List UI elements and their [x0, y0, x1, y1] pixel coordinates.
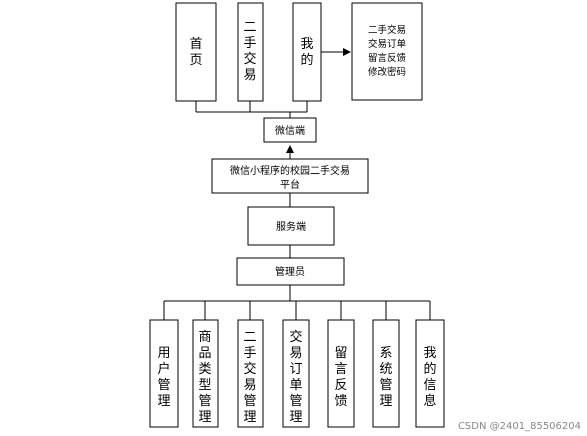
admin-module-trade-char-3: 交 — [243, 361, 256, 377]
admin-module-orders-char-6: 理 — [289, 410, 302, 425]
admin-module-users: 用 户 管 理 — [149, 319, 179, 428]
admin-module-users-char-2: 户 — [157, 361, 170, 377]
admin-module-orders: 交 易 订 单 管 理 — [282, 319, 310, 428]
top-module-mine: 我 的 — [292, 2, 322, 102]
admin-module-product-types-char-1: 商 — [198, 330, 211, 345]
admin-module-system-char-3: 管 — [379, 378, 392, 393]
admin-module-system-char-4: 理 — [379, 394, 392, 409]
top-module-home-char-1: 首 — [189, 37, 202, 52]
admin-box: 管理员 — [236, 257, 345, 286]
client-label: 微信端 — [275, 124, 305, 137]
admin-module-product-types-char-6: 理 — [198, 410, 211, 425]
mine-features-box: 二手交易 交易订单 留言反馈 修改密码 — [351, 2, 423, 101]
top-module-mine-char-1: 我 — [300, 37, 313, 52]
top-module-mine-char-2: 的 — [300, 52, 313, 68]
admin-module-product-types-char-2: 品 — [198, 346, 211, 361]
mine-feature-feedback: 留言反馈 — [368, 52, 407, 64]
platform-box: 微信小程序的校园二手交易 平台 — [211, 158, 369, 194]
top-module-trade-char-2: 手 — [243, 36, 256, 51]
admin-module-feedback: 留 言 反 馈 — [327, 319, 355, 428]
admin-module-orders-char-4: 单 — [289, 378, 302, 393]
top-module-trade-char-4: 易 — [243, 68, 256, 83]
admin-module-feedback-char-4: 馈 — [334, 394, 347, 409]
admin-module-users-char-1: 用 — [157, 346, 170, 361]
server-box: 服务端 — [247, 206, 335, 246]
admin-module-feedback-char-3: 反 — [334, 378, 347, 393]
admin-module-my-info: 我 的 信 息 — [415, 319, 445, 428]
platform-label-line-1: 微信小程序的校园二手交易 — [230, 164, 350, 177]
mine-feature-trade: 二手交易 — [368, 24, 406, 36]
mine-feature-orders: 交易订单 — [368, 38, 407, 50]
admin-module-feedback-char-1: 留 — [334, 346, 347, 361]
admin-module-trade-char-1: 二 — [243, 330, 256, 345]
admin-module-product-types-char-3: 类 — [198, 362, 211, 377]
server-label: 服务端 — [276, 220, 306, 233]
admin-label: 管理员 — [275, 265, 305, 278]
watermark: CSDN @2401_85506204 — [457, 421, 581, 432]
admin-module-users-char-3: 管 — [157, 378, 170, 393]
admin-module-trade-char-5: 管 — [243, 394, 256, 409]
admin-module-trade-char-2: 手 — [243, 346, 256, 361]
admin-module-product-types: 商 品 类 型 管 理 — [192, 319, 219, 428]
admin-module-orders-char-1: 交 — [289, 329, 302, 345]
top-module-trade-char-1: 二 — [243, 20, 256, 35]
admin-module-product-types-char-5: 管 — [198, 394, 211, 409]
client-box: 微信端 — [263, 117, 317, 143]
admin-module-orders-char-3: 订 — [289, 362, 302, 377]
admin-module-orders-char-2: 易 — [289, 346, 302, 361]
admin-module-my-info-char-4: 息 — [423, 393, 436, 409]
top-module-trade: 二 手 交 易 — [237, 2, 264, 102]
mine-feature-password: 修改密码 — [368, 66, 406, 78]
top-module-home-char-2: 页 — [189, 53, 202, 68]
top-module-trade-char-3: 交 — [243, 51, 256, 67]
admin-module-trade-char-4: 易 — [243, 378, 256, 393]
admin-module-trade-char-6: 理 — [243, 410, 256, 425]
admin-module-trade: 二 手 交 易 管 理 — [237, 319, 264, 428]
admin-module-system-char-2: 统 — [379, 362, 392, 377]
platform-label-line-2: 平台 — [280, 178, 300, 191]
admin-module-my-info-char-2: 的 — [423, 361, 436, 377]
admin-module-product-types-char-4: 型 — [198, 378, 211, 393]
admin-module-orders-char-5: 管 — [289, 394, 302, 409]
admin-module-users-char-4: 理 — [157, 394, 170, 409]
admin-module-my-info-char-3: 信 — [423, 378, 436, 393]
admin-module-feedback-char-2: 言 — [334, 362, 347, 377]
connectors — [163, 48, 431, 320]
admin-module-system-char-1: 系 — [379, 346, 392, 361]
admin-module-my-info-char-1: 我 — [423, 346, 436, 361]
admin-module-system: 系 统 管 理 — [372, 319, 400, 428]
top-module-home: 首 页 — [175, 2, 217, 102]
